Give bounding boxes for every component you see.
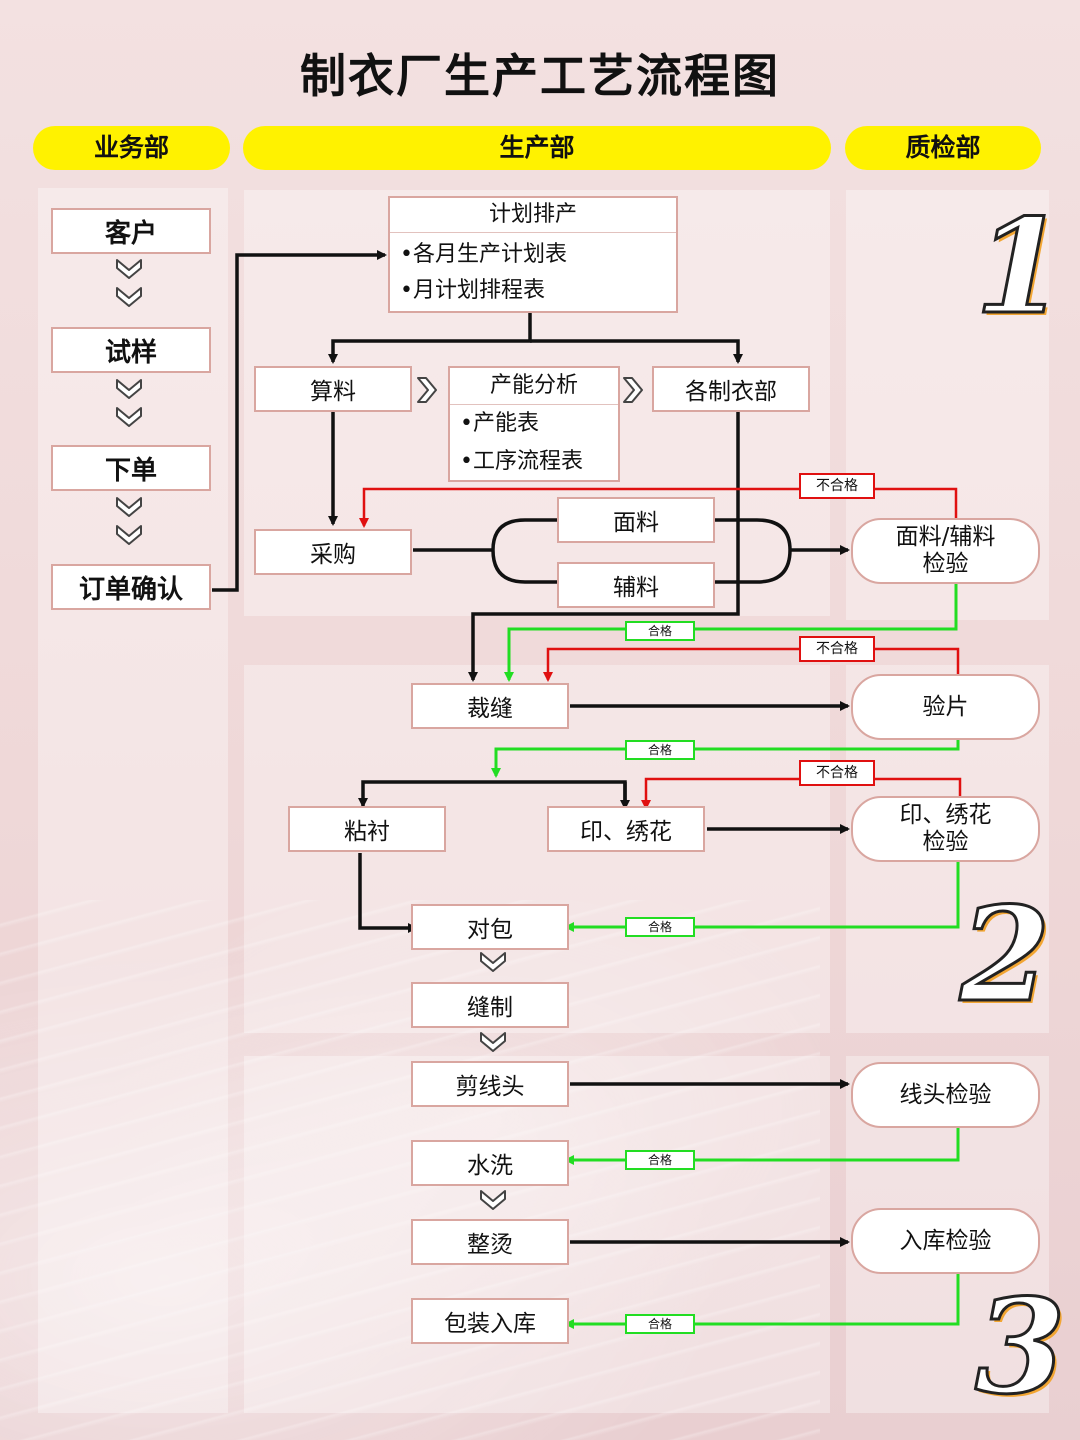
ironing-box: 整烫 <box>411 1219 569 1265</box>
sewing-box: 缝制 <box>411 982 569 1028</box>
capacity-item: •产能表 <box>460 411 539 436</box>
qc-piece-check: 验片 <box>851 674 1040 740</box>
dept-production: 生产部 <box>243 126 831 170</box>
qc-storage-check: 入库检验 <box>851 1208 1040 1274</box>
fabric-box: 面料 <box>557 497 715 543</box>
packing-box: 包装入库 <box>411 1298 569 1344</box>
print-embroider-box: 印、绣花 <box>547 806 705 852</box>
qc-fabric-check-line1: 面料/辅料 <box>895 524 996 550</box>
cutting-box: 裁缝 <box>411 683 569 729</box>
pass-tag: 合格 <box>625 1150 695 1170</box>
pass-tag: 合格 <box>625 1314 695 1334</box>
qc-fabric-check: 面料/辅料 检验 <box>851 518 1040 584</box>
stage-number: 3 <box>973 1269 1066 1425</box>
plan-title: 计划排产 <box>390 198 676 233</box>
workshops-box: 各制衣部 <box>652 366 810 412</box>
dept-qc: 质检部 <box>845 126 1041 170</box>
business-step-order-confirm: 订单确认 <box>51 564 211 610</box>
business-step-order: 下单 <box>51 445 211 491</box>
pass-tag: 合格 <box>625 917 695 937</box>
fail-tag: 不合格 <box>799 636 875 662</box>
capacity-item: •工序流程表 <box>460 449 583 474</box>
background-cloth-photo <box>0 900 820 1440</box>
trim-box: 剪线头 <box>411 1061 569 1107</box>
plan-box: 计划排产 •各月生产计划表 •月计划排程表 <box>388 196 678 313</box>
dept-business: 业务部 <box>33 126 230 170</box>
wash-box: 水洗 <box>411 1140 569 1186</box>
plan-item: •月计划排程表 <box>400 278 545 303</box>
qc-thread-check: 线头检验 <box>851 1062 1040 1128</box>
capacity-title: 产能分析 <box>450 368 618 405</box>
qc-fabric-check-line2: 检验 <box>922 551 969 577</box>
qc-print-check: 印、绣花 检验 <box>851 796 1040 862</box>
qc-print-check-line2: 检验 <box>922 829 969 855</box>
pass-tag: 合格 <box>625 621 695 641</box>
business-step-sample: 试样 <box>51 327 211 373</box>
fail-tag: 不合格 <box>799 473 875 499</box>
qc-print-check-line1: 印、绣花 <box>899 802 992 828</box>
page-title: 制衣厂生产工艺流程图 <box>300 49 780 103</box>
pass-tag: 合格 <box>625 740 695 760</box>
plan-item: •各月生产计划表 <box>400 242 567 267</box>
stage-number: 1 <box>973 189 1066 345</box>
purchase-box: 采购 <box>254 529 412 575</box>
fail-tag: 不合格 <box>799 760 875 786</box>
business-step-customer: 客户 <box>51 208 211 254</box>
capacity-box: 产能分析 •产能表 •工序流程表 <box>448 366 620 482</box>
accessory-box: 辅料 <box>557 562 715 608</box>
stage-number: 2 <box>958 877 1051 1033</box>
calc-box: 算料 <box>254 366 412 412</box>
bundle-box: 对包 <box>411 904 569 950</box>
fusing-box: 粘衬 <box>288 806 446 852</box>
